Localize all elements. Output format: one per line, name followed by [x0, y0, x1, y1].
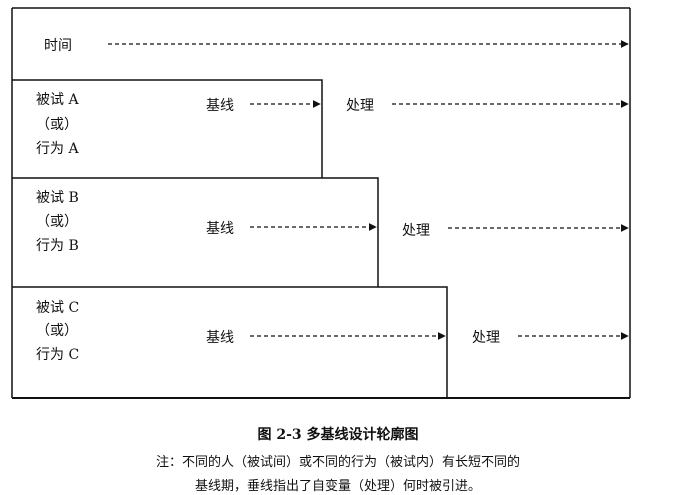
subject-a-treatment-label: 处理: [346, 98, 374, 114]
subject-b-or: （或）: [36, 214, 78, 230]
subject-b-treatment-label: 处理: [402, 223, 430, 239]
subject-b-baseline-box: [12, 177, 379, 287]
multiple-baseline-diagram: 时间 被试 A （或） 行为 A 基线 处理 被试 B （或） 行为 B 基线 …: [11, 7, 631, 399]
subject-a-name: 被试 A: [36, 92, 79, 108]
subject-c-baseline-box: [12, 286, 448, 398]
subject-a-baseline-label: 基线: [206, 97, 234, 114]
subject-c-treatment-label: 处理: [472, 330, 500, 346]
figure-note-line-2: 基线期，垂线指出了自变量（处理）何时被引进。: [194, 479, 481, 494]
figure-note-line-1: 注：不同的人（被试间）或不同的行为（被试内）有长短不同的: [155, 455, 520, 470]
subject-c-behavior: 行为 C: [36, 347, 79, 363]
subject-b-baseline-label: 基线: [206, 220, 234, 237]
subject-a-or: （或）: [36, 117, 78, 133]
time-label: 时间: [44, 38, 72, 54]
figure-caption-title: 图 2-3 多基线设计轮廓图: [257, 427, 419, 443]
subject-c-or: （或）: [36, 323, 78, 339]
subject-a-baseline-box: [12, 79, 323, 178]
subject-c-baseline-label: 基线: [206, 329, 234, 346]
subject-b-name: 被试 B: [36, 190, 79, 206]
subject-a-behavior: 行为 A: [36, 141, 79, 157]
subject-c-name: 被试 C: [36, 300, 79, 316]
subject-b-behavior: 行为 B: [36, 238, 79, 254]
